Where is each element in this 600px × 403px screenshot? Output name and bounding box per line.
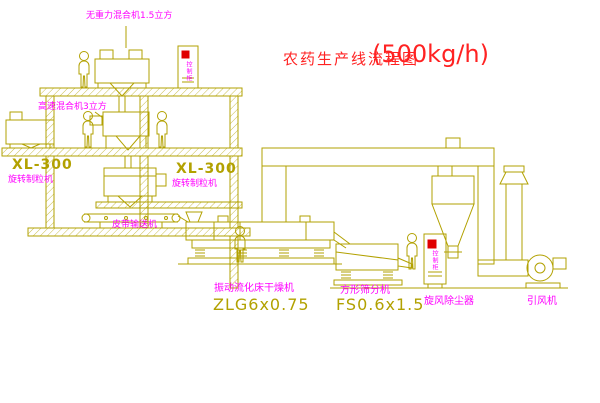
induced-draft-fan — [525, 254, 567, 289]
person-figure — [156, 111, 168, 148]
label-left-granulator-model: XL-300 — [12, 157, 73, 173]
label-belt-conveyor: 皮带输送机 — [112, 220, 158, 230]
person-figure — [78, 51, 90, 88]
cyclone-separator — [431, 137, 475, 259]
gravity-mixer — [94, 26, 150, 97]
label-center-granulator-name: 旋转制粒机 — [172, 179, 218, 189]
diagram-title: 农药生产线流程图 — [283, 50, 420, 68]
exhaust-stack — [499, 165, 529, 261]
belt-conveyor — [81, 213, 189, 228]
fluid-bed-dryer — [178, 211, 351, 265]
label-center-granulator-model: XL-300 — [176, 161, 237, 177]
exhaust-ductwork — [261, 147, 529, 277]
square-sieve — [333, 243, 413, 286]
label-sieve-name: 方形筛分机 — [340, 285, 390, 296]
label-gravity-mixer: 无重力混合机1.5立方 — [86, 11, 173, 21]
building-structure — [1, 87, 251, 289]
control-cabinet-bottom — [423, 233, 447, 288]
label-sieve-model: FS0.6x1.5 — [336, 295, 425, 314]
label-dryer-name: 振动流化床干燥机 — [214, 283, 294, 294]
label-control-cabinet-top: 控制柜 — [185, 61, 192, 82]
diagram-capacity: (500kg/h) — [372, 40, 489, 68]
control-cabinet-top — [177, 45, 199, 89]
high-speed-mixer — [89, 95, 150, 151]
label-induced-draft-fan: 引风机 — [527, 296, 557, 307]
label-control-cabinet-bottom: 控制柜 — [431, 250, 438, 271]
left-granulator — [5, 111, 55, 149]
person-figure — [82, 111, 94, 148]
label-cyclone: 旋风除尘器 — [424, 296, 474, 307]
label-left-granulator-name: 旋转制粒机 — [8, 175, 54, 185]
label-dryer-model: ZLG6x0.75 — [213, 295, 310, 314]
center-granulator — [103, 155, 167, 208]
label-high-speed-mixer: 高速混合机3立方 — [38, 102, 107, 112]
